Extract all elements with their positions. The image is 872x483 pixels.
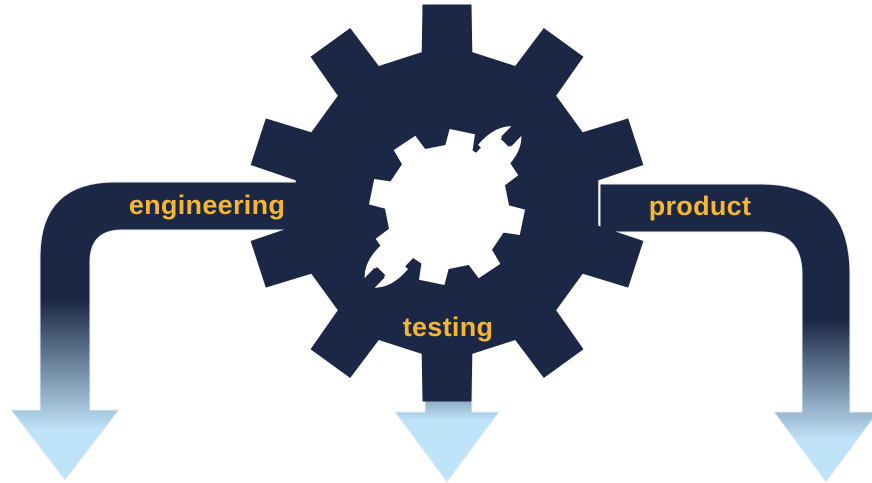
engineering-flow-arrow — [9, 181, 301, 481]
product-flow-arrow — [599, 183, 872, 483]
engineering-label: engineering — [129, 190, 285, 220]
product-label: product — [649, 191, 752, 221]
wrench-icon — [358, 119, 528, 295]
testing-label: testing — [403, 312, 494, 342]
